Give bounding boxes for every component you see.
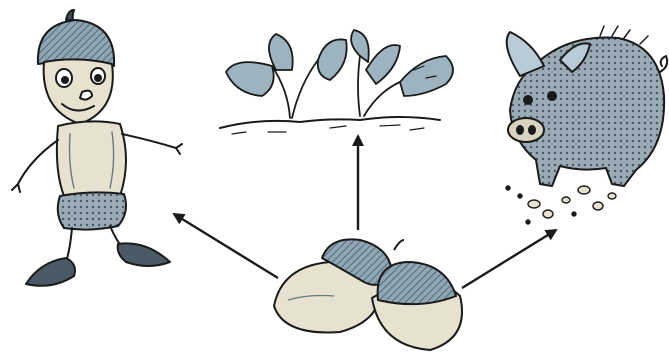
right-pupil [95, 75, 101, 81]
ground-line [220, 117, 440, 128]
figure-shorts [58, 192, 126, 229]
pig-eye [548, 92, 556, 100]
arrow-to-pig [462, 230, 556, 288]
seedling-leaf [226, 62, 274, 96]
seedling-right-stem [358, 56, 360, 116]
seedling-leaf [318, 39, 347, 80]
left-shoe [26, 258, 75, 286]
seedling-leaf [269, 34, 293, 70]
left-pupil [62, 77, 68, 83]
pig-eye [524, 96, 532, 104]
right-arm [122, 134, 176, 148]
figure-nose [80, 91, 92, 100]
pig-tail [660, 56, 667, 72]
acorn-figure-toy [12, 10, 182, 286]
cap-stem [66, 10, 74, 20]
seedling-left-stem [272, 66, 290, 118]
center-acorns [274, 239, 462, 350]
left-arm [18, 140, 58, 184]
seedling-leaf [366, 45, 400, 84]
arrow-to-figure [174, 214, 278, 278]
pig-ear [507, 32, 544, 76]
pig-eating-acorns [507, 26, 667, 186]
left-leg [66, 228, 72, 262]
acorn-stem [394, 240, 404, 250]
acorn-cap [378, 262, 456, 304]
seedling-leaf [400, 56, 453, 96]
pig-snout [508, 118, 544, 142]
figure-body [57, 121, 126, 196]
right-shoe [118, 243, 170, 266]
scattered-acorn-bits [506, 186, 616, 224]
oak-seedlings [220, 30, 453, 134]
